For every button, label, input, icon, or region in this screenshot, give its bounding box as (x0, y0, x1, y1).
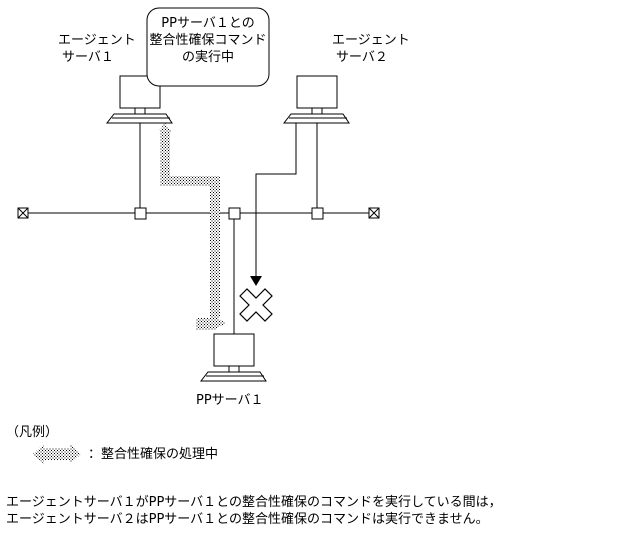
agent2-command-line (255, 123, 297, 282)
legend-title: （凡例） (6, 425, 59, 440)
agent1-connector (134, 207, 147, 220)
explanation-note: エージェントサーバ１がPPサーバ１との整合性確保のコマンドを実行している間は， … (6, 494, 502, 528)
blocked-x-icon (239, 288, 273, 322)
agent2-label: エージェント サーバ２ (332, 32, 410, 66)
legend-hatched-arrow-icon (33, 444, 81, 464)
agent2-label-line1: エージェント (332, 33, 410, 48)
callout-line1: PPサーバ１との (161, 16, 255, 31)
legend-item-label: ：整合性確保の処理中 (88, 447, 219, 462)
agent1-label: エージェント サーバ１ (58, 32, 136, 66)
explanation-line2: エージェントサーバ２はPPサーバ１との整合性確保のコマンドは実行できません。 (6, 512, 489, 527)
hatched-arrow-icon-path (158, 123, 226, 330)
explanation-line1: エージェントサーバ１がPPサーバ１との整合性確保のコマンドを実行している間は， (6, 495, 502, 510)
agent-server-2-computer-icon (282, 75, 350, 124)
terminator-icon-left (17, 207, 29, 219)
agent2-label-line2: サーバ２ (336, 50, 388, 65)
agent1-label-line2: サーバ１ (62, 50, 114, 65)
callout-line3: の実行中 (181, 50, 234, 65)
pp-connector (228, 207, 241, 220)
agent1-label-line1: エージェント (58, 33, 136, 48)
pp-server-label: PPサーバ１ (196, 393, 264, 408)
callout-text: PPサーバ１との 整合性確保コマンド の実行中 (147, 15, 269, 66)
callout-line2: 整合性確保コマンド (149, 33, 267, 48)
callout-bubble (146, 7, 270, 87)
terminator-icon-right (368, 207, 380, 219)
pp-server-computer-icon (199, 333, 267, 382)
agent2-connector (311, 207, 324, 220)
agent2-command-arrowhead (250, 276, 262, 286)
